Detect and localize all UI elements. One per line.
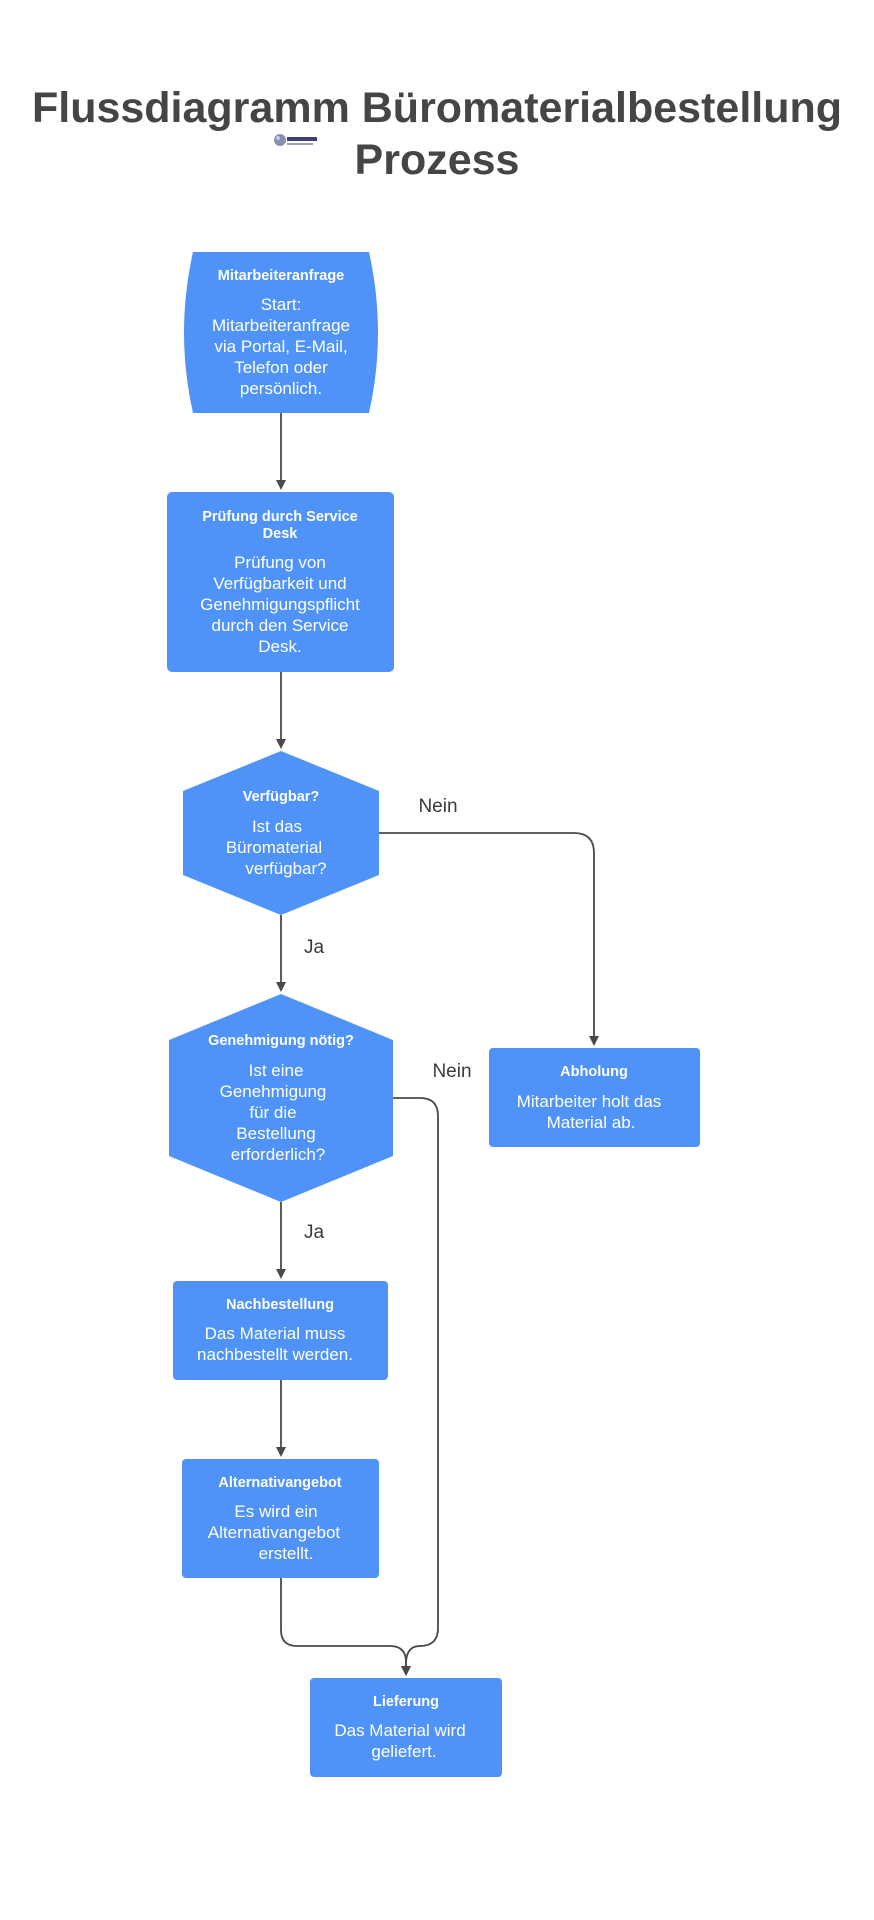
edge-verfuegbar-abholung [379, 832, 599, 1046]
node-mitarbeiteranfrage-line-2: via Portal, E-Mail, [214, 337, 347, 356]
node-pruefung-line-4: Desk. [258, 637, 301, 656]
node-lieferung-line-0: Das Material wird [334, 1721, 465, 1740]
node-genehmigung: Genehmigung nötig? Ist eine Genehmigung … [169, 994, 393, 1202]
node-abholung-title: Abholung [560, 1064, 628, 1080]
node-lieferung-line-1: geliefert. [371, 1742, 436, 1761]
node-alternativangebot: Alternativangebot Es wird ein Alternativ… [182, 1459, 379, 1578]
company-logo [274, 134, 317, 146]
node-genehmigung-line-4: erforderlich? [231, 1145, 326, 1164]
node-pruefung-line-3: durch den Service [211, 616, 348, 635]
node-genehmigung-line-0: Ist eine [249, 1061, 304, 1080]
node-verfuegbar: Verfügbar? Ist das Büromaterial verfügba… [183, 751, 379, 915]
node-mitarbeiteranfrage-line-0: Start: [261, 295, 302, 314]
node-mitarbeiteranfrage-line-1: Mitarbeiteranfrage [212, 316, 350, 335]
node-nachbestellung: Nachbestellung Das Material muss nachbes… [173, 1281, 388, 1380]
node-abholung-line-0: Mitarbeiter holt das [517, 1092, 662, 1111]
node-verfuegbar-line-2: verfügbar? [245, 859, 326, 878]
edge-label-genehmigung-nein: Nein [432, 1061, 471, 1082]
edge-label-genehmigung-ja: Ja [304, 1222, 325, 1243]
node-alternativangebot-line-2: erstellt. [259, 1544, 314, 1563]
node-genehmigung-line-3: Bestellung [236, 1124, 315, 1143]
edge-alternativangebot-lieferung [280, 1578, 411, 1676]
edge-label-verfuegbar-nein: Nein [418, 796, 457, 817]
node-genehmigung-line-2: für die [249, 1103, 296, 1122]
page-title: Flussdiagramm Büromaterialbestellung Pro… [31, 84, 843, 184]
edge-label-verfuegbar-ja: Ja [304, 937, 325, 958]
node-verfuegbar-title: Verfügbar? [243, 789, 320, 805]
node-abholung: Abholung Mitarbeiter holt das Material a… [489, 1048, 700, 1147]
node-alternativangebot-line-0: Es wird ein [234, 1502, 317, 1521]
node-mitarbeiteranfrage: Mitarbeiteranfrage Start: Mitarbeiteranf… [184, 252, 378, 413]
node-genehmigung-title: Genehmigung nötig? [208, 1033, 354, 1049]
node-lieferung-title: Lieferung [373, 1694, 439, 1710]
node-alternativangebot-line-1: Alternativangebot [208, 1523, 341, 1542]
node-abholung-line-1: Material ab. [547, 1113, 636, 1132]
node-nachbestellung-line-1: nachbestellt werden. [197, 1345, 353, 1364]
node-pruefung-title-line-0: Prüfung durch Service [202, 509, 358, 525]
node-verfuegbar-line-0: Ist das [252, 817, 302, 836]
node-genehmigung-line-1: Genehmigung [220, 1082, 327, 1101]
node-verfuegbar-line-1: Büromaterial [226, 838, 322, 857]
node-pruefung-line-0: Prüfung von [234, 553, 326, 572]
edges [276, 413, 599, 1676]
node-mitarbeiteranfrage-line-4: persönlich. [240, 379, 322, 398]
node-pruefung-line-1: Verfügbarkeit und [213, 574, 346, 593]
node-alternativangebot-title: Alternativangebot [218, 1475, 341, 1491]
node-pruefung-title-line-1: Desk [263, 526, 299, 542]
node-nachbestellung-title: Nachbestellung [226, 1297, 334, 1313]
node-pruefung-line-2: Genehmigungspflicht [200, 595, 360, 614]
node-mitarbeiteranfrage-title: Mitarbeiteranfrage [218, 268, 345, 284]
node-pruefung: Prüfung durch Service Desk Prüfung von V… [167, 492, 394, 672]
node-nachbestellung-line-0: Das Material muss [205, 1324, 346, 1343]
edge-genehmigung-lieferung [393, 1097, 439, 1676]
node-lieferung: Lieferung Das Material wird geliefert. [310, 1678, 502, 1777]
node-mitarbeiteranfrage-line-3: Telefon oder [234, 358, 328, 377]
